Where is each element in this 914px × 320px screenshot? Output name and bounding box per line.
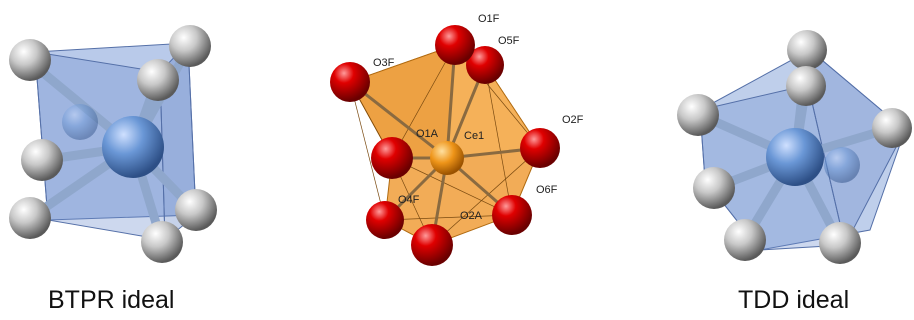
tdd-ligand-atom: [786, 66, 826, 106]
btpr-center-atom: [102, 116, 164, 178]
btpr-ligand-atom: [141, 221, 183, 263]
oxygen-atom-O3F: [330, 62, 370, 102]
atom-label-O2F: O2F: [562, 114, 584, 126]
tdd-ligand-atom: [787, 30, 827, 70]
tdd-ligand-atom: [693, 167, 735, 209]
tdd-ligand-atom: [724, 219, 766, 261]
oxygen-atom-O4F: [366, 201, 404, 239]
tdd-ligand-atom: [819, 222, 861, 264]
atom-label-O1F: O1F: [478, 13, 500, 25]
oxygen-atom-O5F: [466, 46, 504, 84]
btpr-ligand-atom: [9, 197, 51, 239]
ce-edges: [349, 44, 541, 246]
ce-polyhedron: Ce1 O1F O5F O3F O2F O1A O4F O2A O6F: [330, 13, 584, 266]
atom-label-O2A: O2A: [460, 210, 483, 222]
atom-label-O1A: O1A: [416, 128, 439, 140]
atom-label-O3F: O3F: [373, 57, 395, 69]
tdd-back-sphere: [824, 147, 860, 183]
atom-label-O5F: O5F: [498, 35, 520, 47]
tdd-caption: TDD ideal: [738, 286, 850, 314]
oxygen-atom-O2A: [411, 224, 453, 266]
btpr-ligand-atom: [169, 25, 211, 67]
tdd-center-atom: [766, 128, 824, 186]
oxygen-atom-O2F: [520, 128, 560, 168]
atom-label-O6F: O6F: [536, 184, 558, 196]
atom-label-Ce1: Ce1: [464, 130, 484, 142]
tdd-ligand-atom: [872, 108, 912, 148]
btpr-ligand-atom: [137, 59, 179, 101]
ce-center-atom: [430, 141, 464, 175]
btpr-ligand-atom: [175, 189, 217, 231]
oxygen-atom-O1A: [371, 137, 413, 179]
tdd-ligand-atom: [677, 94, 719, 136]
btpr-ligand-atom: [9, 39, 51, 81]
btpr-back-sphere: [62, 104, 98, 140]
oxygen-atom-O1F: [435, 25, 475, 65]
tdd-polyhedron: [677, 30, 912, 264]
atom-label-O4F: O4F: [398, 194, 420, 206]
btpr-ligand-atom: [21, 139, 63, 181]
btpr-caption: BTPR ideal: [48, 286, 175, 314]
oxygen-atom-O6F: [492, 195, 532, 235]
btpr-polyhedron: [9, 25, 217, 263]
